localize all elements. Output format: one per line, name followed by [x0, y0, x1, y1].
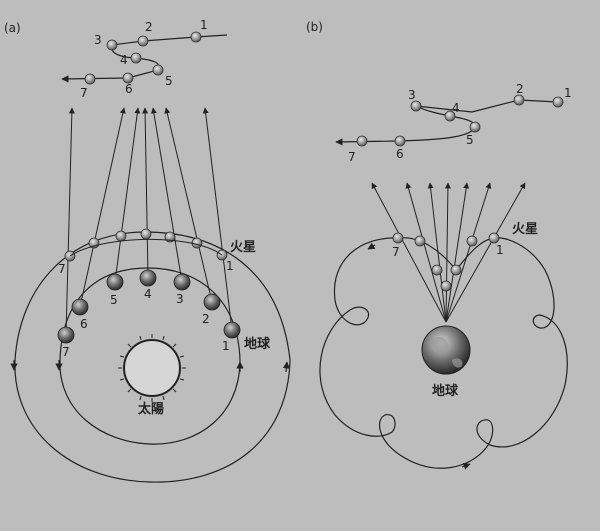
- svg-text:1: 1: [222, 339, 230, 353]
- panel-b-label: (b): [306, 20, 323, 34]
- panel-a-label: (a): [4, 21, 21, 35]
- earth-label-b: 地球: [432, 383, 459, 399]
- svg-text:1: 1: [564, 86, 572, 100]
- earth-orbit-a: [59, 267, 241, 445]
- path-number-3: 3: [94, 33, 102, 47]
- earth-numbers-a: 1 2 3 4 5 6 7: [62, 287, 230, 359]
- mars-arc-a: [69, 238, 223, 257]
- svg-text:6: 6: [396, 147, 404, 161]
- sight-lines-b: [371, 182, 526, 323]
- mars-orbit-a: [14, 231, 291, 483]
- earth-label-a: 地球: [244, 336, 271, 352]
- svg-text:4: 4: [452, 101, 460, 115]
- svg-text:7: 7: [62, 345, 70, 359]
- path-number-7: 7: [80, 86, 88, 100]
- mars-number-7-b: 7: [392, 245, 400, 259]
- path-point-7: [84, 73, 96, 85]
- panel-a: (a) 1 2 3 4 5 6 7: [4, 18, 291, 483]
- epicycle-path-b: [319, 237, 568, 470]
- mars-number-7: 7: [58, 262, 66, 276]
- mars-number-1: 1: [226, 259, 234, 273]
- path-numbers-a: 1 2 3 4 5 6 7: [80, 18, 208, 100]
- mars-number-1-b: 1: [496, 243, 504, 257]
- svg-text:5: 5: [466, 133, 474, 147]
- path-point-4: [130, 52, 142, 64]
- svg-text:6: 6: [80, 317, 88, 331]
- panel-b: (b) 1 2 3 4 5 6 7: [306, 20, 572, 470]
- mars-label-a: 火星: [230, 240, 256, 255]
- epicycle-loop: [319, 237, 568, 469]
- earth-icon-b: [421, 325, 471, 375]
- svg-text:3: 3: [408, 88, 416, 102]
- svg-text:7: 7: [348, 150, 356, 164]
- path-numbers-b: 1 2 3 4 5 6 7: [348, 82, 572, 164]
- svg-text:2: 2: [202, 312, 210, 326]
- svg-text:5: 5: [110, 293, 118, 307]
- path-point-6: [122, 72, 134, 84]
- sight-lines-a: [65, 107, 233, 336]
- mars-label-b: 火星: [512, 222, 538, 237]
- path-number-2: 2: [145, 20, 153, 34]
- path-point-2: [137, 35, 149, 47]
- sun-icon: [118, 334, 186, 402]
- mars-positions-a: [64, 228, 228, 262]
- svg-text:2: 2: [516, 82, 524, 96]
- path-point-1: [190, 31, 202, 43]
- path-number-1: 1: [200, 18, 208, 32]
- path-number-5: 5: [165, 74, 173, 88]
- path-number-6: 6: [125, 82, 133, 96]
- svg-text:4: 4: [144, 287, 152, 301]
- path-dots-b: [356, 94, 564, 147]
- path-dots-a: [84, 31, 202, 85]
- earth-positions-a: [57, 269, 241, 344]
- path-point-5: [152, 64, 164, 76]
- sun-label: 太陽: [137, 401, 164, 417]
- path-number-4: 4: [120, 53, 128, 67]
- svg-text:3: 3: [176, 292, 184, 306]
- mars-positions-b: [392, 232, 500, 292]
- apparent-path-line-b: [335, 99, 559, 146]
- orbits-a: [10, 231, 291, 483]
- path-point-3: [106, 39, 118, 51]
